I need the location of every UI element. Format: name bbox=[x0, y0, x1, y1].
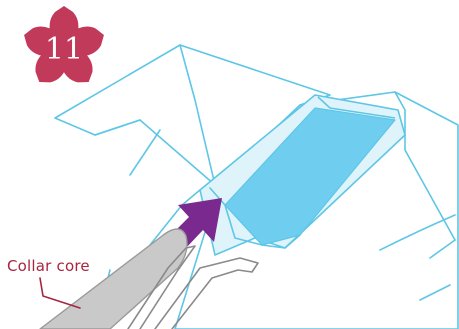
collar-opening bbox=[149, 187, 301, 249]
step-number: 11 bbox=[45, 32, 83, 67]
callout-leader bbox=[39, 277, 81, 309]
collar-core-label: Collar core bbox=[7, 257, 90, 275]
cherry-blossom-icon: 11 bbox=[24, 6, 104, 83]
collar-core bbox=[39, 228, 188, 329]
tweezers-tool bbox=[127, 245, 259, 329]
collar-channel-highlight bbox=[224, 107, 396, 246]
